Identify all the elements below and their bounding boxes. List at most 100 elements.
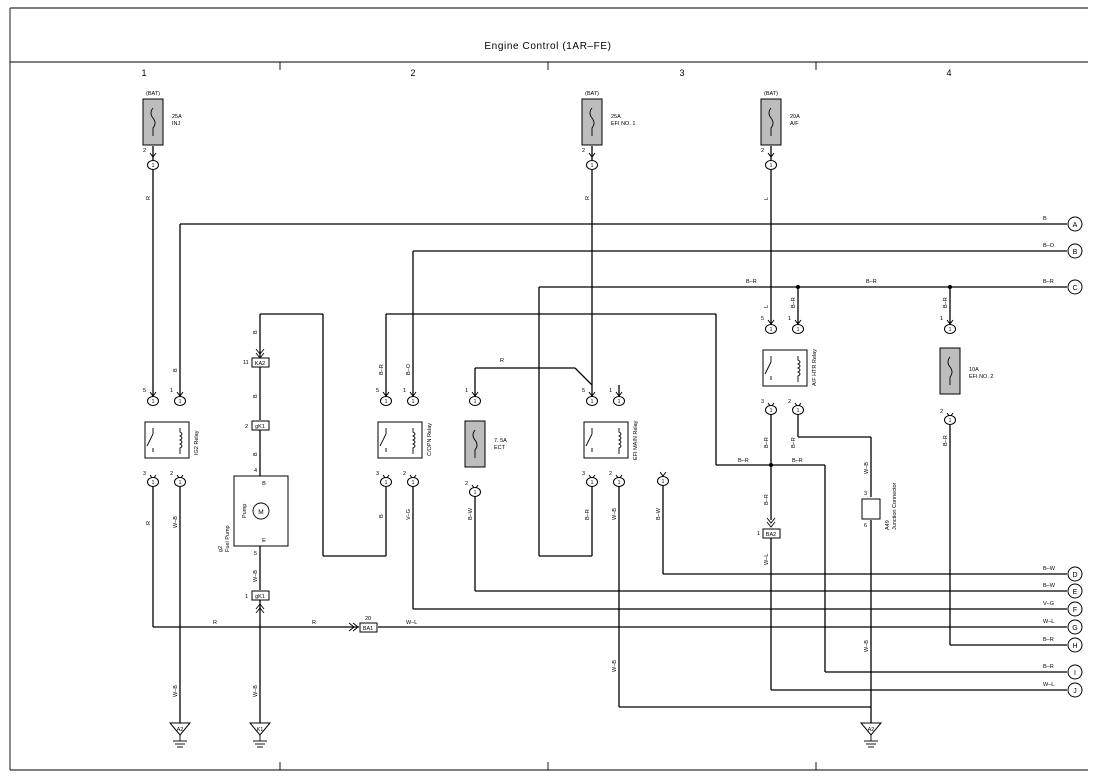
- fuse-af: (BAT) 20A A/F: [760, 91, 800, 146]
- svg-text:W–B: W–B: [253, 685, 259, 697]
- svg-text:20: 20: [365, 616, 371, 622]
- output-wire-color: B–R: [1043, 664, 1054, 670]
- svg-text:(BAT): (BAT): [146, 91, 160, 97]
- frame: [9, 7, 1088, 771]
- svg-text:1: 1: [940, 316, 943, 322]
- pin-oval: 12: [582, 148, 598, 170]
- pin-oval: 12: [403, 471, 419, 487]
- svg-text:R: R: [500, 358, 504, 364]
- output-wire-color: B: [1043, 216, 1047, 222]
- output-letter: C: [1072, 285, 1077, 292]
- svg-text:1: 1: [412, 480, 415, 486]
- output-wire-color: V–G: [1043, 601, 1054, 607]
- output-letter: A: [1073, 222, 1078, 229]
- svg-text:B–W: B–W: [656, 507, 662, 520]
- svg-text:L: L: [764, 197, 770, 200]
- svg-text:B–R: B–R: [943, 297, 949, 308]
- svg-text:KA2: KA2: [255, 361, 265, 367]
- svg-text:ECT: ECT: [494, 445, 506, 451]
- svg-text:(BAT): (BAT): [764, 91, 778, 97]
- svg-text:E: E: [262, 538, 266, 544]
- svg-text:A/F HTR Relay: A/F HTR Relay: [812, 349, 818, 386]
- junction-connector: 3 6 A49 Junction Connector: [861, 482, 898, 530]
- fuse-efi-no2: 10A EFI NO. 2: [939, 347, 993, 395]
- pin-oval: 12: [761, 148, 777, 170]
- svg-text:1: 1: [949, 418, 952, 424]
- output-terminal-e: EB–W: [1043, 583, 1083, 599]
- svg-text:A/F: A/F: [790, 121, 799, 127]
- output-wire-color: B–W: [1043, 566, 1056, 572]
- pin-ovals: 1212121511131215111312111215111312115111…: [143, 148, 956, 497]
- svg-text:5: 5: [761, 316, 764, 322]
- pin-oval: 13: [143, 471, 159, 487]
- pin-oval: 12: [143, 148, 159, 170]
- svg-text:1: 1: [770, 163, 773, 169]
- svg-text:M: M: [258, 509, 263, 516]
- svg-text:5: 5: [582, 388, 585, 394]
- svg-text:BA1: BA1: [363, 626, 373, 632]
- wires: [152, 146, 1067, 723]
- svg-text:1: 1: [152, 480, 155, 486]
- output-terminal-i: IB–R: [1043, 664, 1083, 680]
- pin-oval: 15: [143, 388, 159, 406]
- svg-text:W–B: W–B: [253, 570, 259, 582]
- svg-text:V–G: V–G: [406, 509, 412, 520]
- svg-text:L: L: [764, 305, 770, 308]
- output-letter: J: [1073, 688, 1077, 695]
- output-wire-color: B–O: [1043, 243, 1055, 249]
- pin-oval: 15: [582, 388, 598, 406]
- svg-text:EFI MAIN Relay: EFI MAIN Relay: [633, 420, 639, 460]
- svg-text:1: 1: [179, 480, 182, 486]
- connector-gk1-top: 2 gK1: [245, 420, 270, 431]
- svg-text:25A: 25A: [611, 114, 621, 120]
- svg-text:Junction Connector: Junction Connector: [892, 482, 898, 530]
- pin-oval: 12: [465, 481, 481, 497]
- svg-text:Pump: Pump: [242, 504, 248, 518]
- svg-text:B: B: [253, 394, 259, 398]
- svg-text:1: 1: [618, 399, 621, 405]
- svg-text:W–B: W–B: [612, 508, 618, 520]
- connector-gk1-bottom: 1 gK1: [245, 590, 270, 601]
- svg-text:3: 3: [582, 471, 585, 477]
- diagram-title: Engine Control (1AR–FE): [484, 41, 611, 52]
- svg-text:2: 2: [170, 471, 173, 477]
- output-terminal-b: BB–O: [1043, 243, 1083, 259]
- svg-text:2: 2: [403, 471, 406, 477]
- output-terminal-c: CB–R: [1043, 279, 1083, 295]
- svg-text:4: 4: [254, 468, 257, 474]
- svg-text:W–L: W–L: [764, 554, 770, 565]
- svg-text:2: 2: [940, 409, 943, 415]
- svg-text:W–B: W–B: [612, 660, 618, 672]
- svg-text:5: 5: [254, 551, 257, 557]
- pin-oval: 11: [403, 388, 419, 406]
- svg-text:25A: 25A: [172, 114, 182, 120]
- svg-text:1: 1: [385, 399, 388, 405]
- pin-oval: 11: [609, 388, 625, 406]
- svg-text:A2: A2: [177, 727, 184, 733]
- svg-text:2: 2: [609, 471, 612, 477]
- wire-labels: R R L B R W–B W–B B B B W–B W–B B–R B–O …: [146, 196, 949, 697]
- ground-a2-left: A2: [168, 722, 192, 748]
- svg-text:1: 1: [788, 316, 791, 322]
- svg-text:gK1: gK1: [255, 594, 265, 600]
- svg-text:B: B: [262, 481, 266, 487]
- svg-text:2: 2: [582, 148, 585, 154]
- pin-oval: 11: [170, 388, 186, 406]
- svg-text:W–B: W–B: [864, 462, 870, 474]
- svg-text:A49: A49: [885, 520, 891, 530]
- svg-text:B–R: B–R: [791, 297, 797, 308]
- pin-oval: 13: [582, 471, 598, 487]
- ground-a2-right: A2: [859, 722, 883, 748]
- fuse-efi-no1: (BAT) 25A EFI NO. 1: [581, 91, 635, 146]
- pin-oval: 15: [376, 388, 392, 406]
- output-wire-color: W–L: [1043, 619, 1054, 625]
- svg-text:1: 1: [757, 531, 760, 537]
- svg-text:R: R: [585, 196, 591, 200]
- svg-text:1: 1: [465, 388, 468, 394]
- svg-text:B: B: [173, 368, 179, 372]
- svg-text:1: 1: [591, 480, 594, 486]
- pin-oval: 12: [170, 471, 186, 487]
- svg-text:1: 1: [245, 594, 248, 600]
